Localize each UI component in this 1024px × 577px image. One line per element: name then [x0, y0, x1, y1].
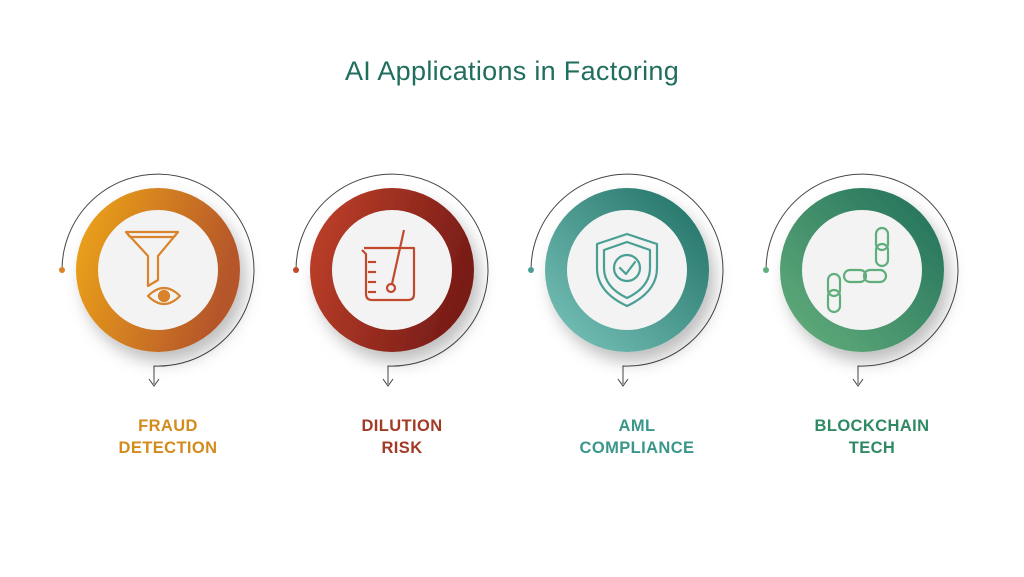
- arrow-down-icon: [617, 378, 629, 387]
- inner-disc: [567, 210, 687, 330]
- item-label: BLOCKCHAIN TECH: [762, 415, 982, 459]
- ring-graphic: [59, 173, 255, 387]
- connector-dot: [293, 267, 299, 273]
- connector-dot: [59, 267, 65, 273]
- funnel-eye-icon: [124, 230, 182, 306]
- item-fraud-detection: FRAUD DETECTION: [58, 170, 278, 470]
- arrow-down-icon: [852, 378, 864, 387]
- label-line-2: TECH: [848, 439, 896, 457]
- item-label: AML COMPLIANCE: [527, 415, 747, 459]
- arrow-down-icon: [382, 378, 394, 387]
- label-line-2: COMPLIANCE: [579, 439, 695, 457]
- chain-link-icon: [826, 226, 890, 314]
- inner-disc: [332, 210, 452, 330]
- item-label: FRAUD DETECTION: [58, 415, 278, 459]
- connector-line: [530, 173, 724, 384]
- beaker-icon: [361, 229, 416, 302]
- item-dilution-risk: DILUTION RISK: [292, 170, 512, 470]
- item-label: DILUTION RISK: [292, 415, 512, 459]
- ring-graphic: [293, 173, 489, 387]
- label-line-2: RISK: [381, 439, 423, 457]
- connector-dot: [763, 267, 769, 273]
- item-blockchain-tech: BLOCKCHAIN TECH: [762, 170, 982, 470]
- ring-graphic: [763, 173, 959, 387]
- ring-graphic: [528, 173, 724, 387]
- label-line-2: DETECTION: [118, 439, 218, 457]
- connector-line: [61, 173, 255, 384]
- diagram-title: AI Applications in Factoring: [344, 56, 680, 86]
- connector-dot: [528, 267, 534, 273]
- arrow-down-icon: [148, 378, 160, 387]
- connector-line: [765, 173, 959, 384]
- shield-check-icon: [595, 232, 659, 308]
- label-line-1: FRAUD: [138, 417, 198, 435]
- connector-line: [295, 173, 489, 384]
- item-aml-compliance: AML COMPLIANCE: [527, 170, 747, 470]
- label-line-1: DILUTION: [361, 417, 443, 435]
- label-line-1: BLOCKCHAIN: [814, 417, 930, 435]
- label-line-1: AML: [618, 417, 656, 435]
